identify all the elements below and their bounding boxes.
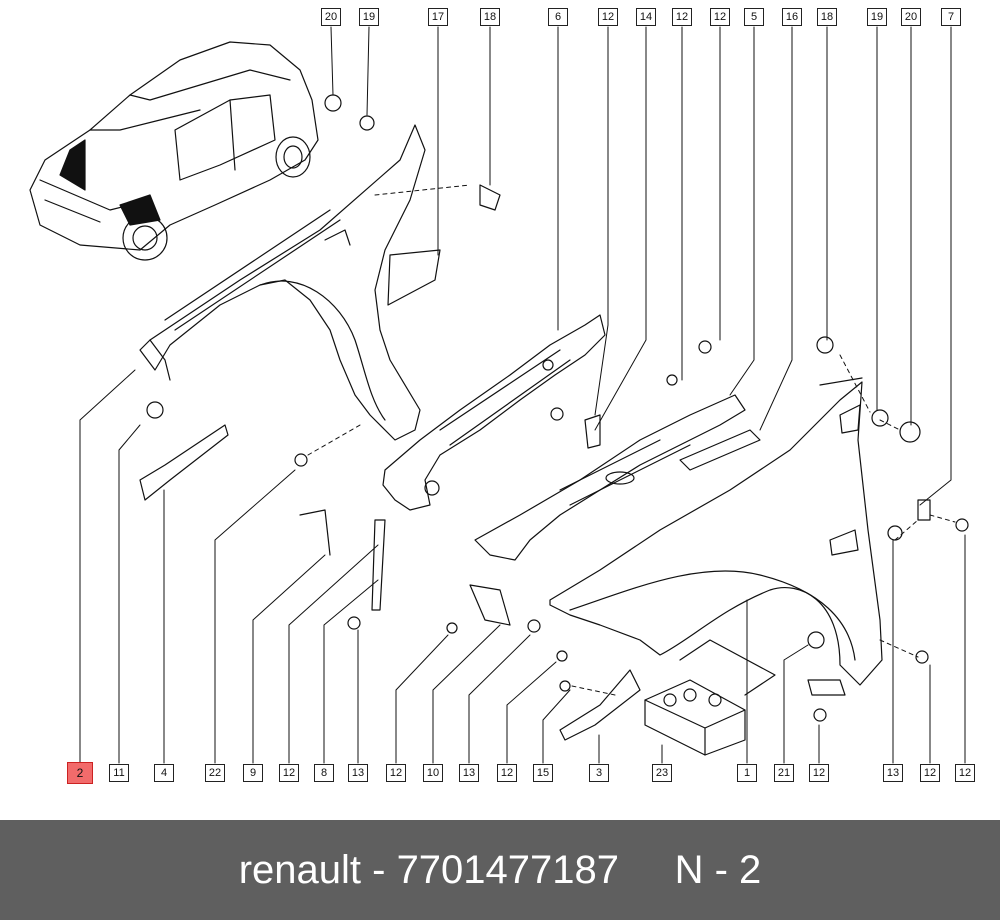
callout-label-2: 2 <box>67 762 93 784</box>
callout-label-18: 18 <box>817 8 837 26</box>
footer-separator: - <box>361 847 397 892</box>
footer-bar: renault - 7701477187 N - 2 <box>0 820 1000 920</box>
callout-label-8: 8 <box>314 764 334 782</box>
callout-label-20: 20 <box>901 8 921 26</box>
callout-label-19: 19 <box>867 8 887 26</box>
callout-label-12: 12 <box>497 764 517 782</box>
front-rail-bracket <box>382 314 606 511</box>
wheel-arch-liner <box>139 124 441 441</box>
callout-label-18: 18 <box>480 8 500 26</box>
front-fender <box>549 377 883 686</box>
callout-label-12: 12 <box>955 764 975 782</box>
callout-label-21: 21 <box>774 764 794 782</box>
brand-name: renault <box>238 847 362 892</box>
callout-label-9: 9 <box>243 764 263 782</box>
callout-label-16: 16 <box>782 8 802 26</box>
callout-label-12: 12 <box>920 764 940 782</box>
callout-label-12: 12 <box>598 8 618 26</box>
callout-label-10: 10 <box>423 764 443 782</box>
callout-label-13: 13 <box>459 764 479 782</box>
callout-label-12: 12 <box>809 764 829 782</box>
leader-lines-bottom <box>79 369 966 764</box>
callout-label-12: 12 <box>279 764 299 782</box>
car-thumbnail <box>29 41 319 261</box>
callout-label-3: 3 <box>589 764 609 782</box>
callout-label-4: 4 <box>154 764 174 782</box>
side-bracket <box>474 394 761 561</box>
callout-label-17: 17 <box>428 8 448 26</box>
callout-label-12: 12 <box>710 8 730 26</box>
callout-label-14: 14 <box>636 8 656 26</box>
repair-kit-box <box>644 639 776 756</box>
callout-label-11: 11 <box>109 764 129 782</box>
fasteners <box>139 94 969 741</box>
callout-label-12: 12 <box>672 8 692 26</box>
callout-label-1: 1 <box>737 764 757 782</box>
callout-label-13: 13 <box>883 764 903 782</box>
part-number: 7701477187 <box>396 847 620 892</box>
callout-label-5: 5 <box>744 8 764 26</box>
assembly-dashes <box>307 184 956 696</box>
callout-label-22: 22 <box>205 764 225 782</box>
leader-lines-top <box>330 26 952 506</box>
callout-label-12: 12 <box>386 764 406 782</box>
footer-gap <box>619 848 675 893</box>
callout-label-15: 15 <box>533 764 553 782</box>
callout-label-23: 23 <box>652 764 672 782</box>
exploded-parts-diagram <box>29 26 969 764</box>
position-code: N - 2 <box>674 847 762 892</box>
callout-label-7: 7 <box>941 8 961 26</box>
callout-label-6: 6 <box>548 8 568 26</box>
callout-label-20: 20 <box>321 8 341 26</box>
callout-label-13: 13 <box>348 764 368 782</box>
callout-label-19: 19 <box>359 8 379 26</box>
